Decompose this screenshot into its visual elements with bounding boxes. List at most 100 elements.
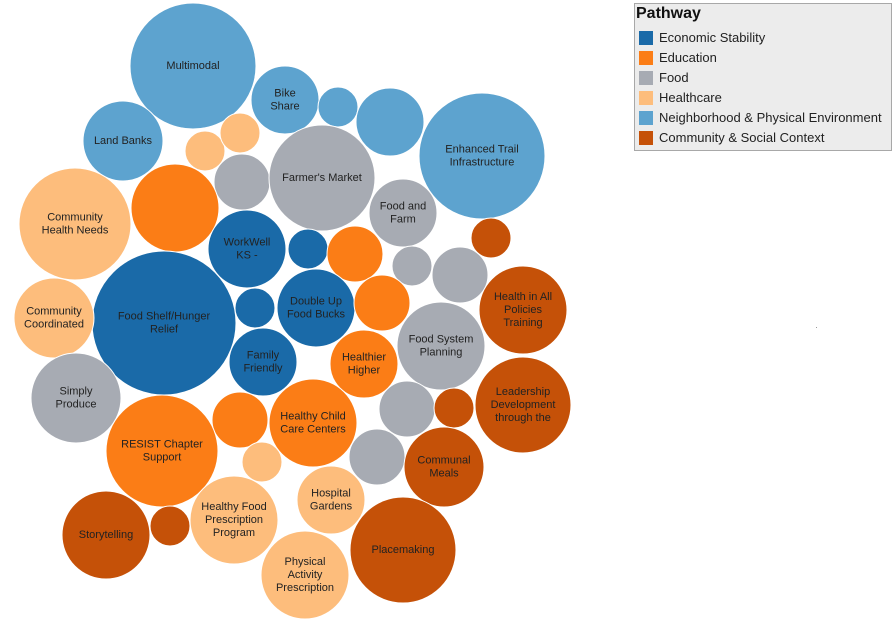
bubble[interactable]: Land Banks <box>82 100 164 182</box>
bubble-circle[interactable] <box>129 2 257 130</box>
bubble[interactable] <box>378 380 436 438</box>
bubble-circle[interactable] <box>30 352 122 444</box>
bubble-circle[interactable] <box>353 274 411 332</box>
bubble-circle[interactable] <box>234 287 276 329</box>
bubble[interactable] <box>353 274 411 332</box>
bubble-circle[interactable] <box>219 112 261 154</box>
bubble[interactable] <box>287 228 329 270</box>
bubble[interactable]: Placemaking <box>349 496 457 604</box>
bubble-circle[interactable] <box>213 153 271 211</box>
legend-item-neighborhood-physical-environment[interactable]: Neighborhood & Physical Environment <box>639 108 882 128</box>
bubble[interactable] <box>234 287 276 329</box>
bubble[interactable]: Multimodal <box>129 2 257 130</box>
bubble[interactable] <box>211 391 269 449</box>
bubble-circle[interactable] <box>61 490 151 580</box>
bubble-circle[interactable] <box>470 217 512 259</box>
bubble-circle[interactable] <box>391 245 433 287</box>
bubble[interactable] <box>355 87 425 157</box>
bubble[interactable]: Farmer's Market <box>268 124 376 232</box>
bubble-circle[interactable] <box>403 426 485 508</box>
legend-item-education[interactable]: Education <box>639 48 717 68</box>
bubble-circle[interactable] <box>317 86 359 128</box>
bubble-circle[interactable] <box>13 277 95 359</box>
bubble-circle[interactable] <box>189 475 279 565</box>
bubble[interactable] <box>348 428 406 486</box>
bubble-circle[interactable] <box>268 124 376 232</box>
bubble-circle[interactable] <box>82 100 164 182</box>
bubble-circle[interactable] <box>474 356 572 454</box>
legend-item-economic-stability[interactable]: Economic Stability <box>639 28 765 48</box>
bubble-circle[interactable] <box>105 394 219 508</box>
bubble[interactable] <box>431 246 489 304</box>
bubble-circle[interactable] <box>149 505 191 547</box>
bubble[interactable] <box>184 130 226 172</box>
bubble-circle[interactable] <box>378 380 436 438</box>
bubble-circle[interactable] <box>211 391 269 449</box>
bubble-circle[interactable] <box>348 428 406 486</box>
bubble[interactable] <box>213 153 271 211</box>
bubble-circle[interactable] <box>260 530 350 620</box>
bubble-circle[interactable] <box>228 327 298 397</box>
bubble-circle[interactable] <box>433 387 475 429</box>
legend-item-community-social-context[interactable]: Community & Social Context <box>639 128 824 148</box>
legend-title: Pathway <box>636 5 701 22</box>
bubble-circle[interactable] <box>268 378 358 468</box>
stray-dot <box>816 327 817 328</box>
bubble[interactable] <box>326 225 384 283</box>
bubble-circle[interactable] <box>329 329 399 399</box>
bubble-circle[interactable] <box>184 130 226 172</box>
bubble-circle[interactable] <box>18 167 132 281</box>
bubble-circle[interactable] <box>326 225 384 283</box>
bubble-circle[interactable] <box>207 209 287 289</box>
bubble[interactable] <box>130 163 220 253</box>
bubble[interactable] <box>241 441 283 483</box>
bubble-circle[interactable] <box>478 265 568 355</box>
bubble-circle[interactable] <box>296 465 366 535</box>
bubble-circle[interactable] <box>355 87 425 157</box>
bubble-label: Storytelling <box>79 529 133 541</box>
bubble[interactable] <box>149 505 191 547</box>
bubble[interactable] <box>317 86 359 128</box>
legend: Pathway Economic Stability Education Foo… <box>634 3 892 151</box>
legend-item-food[interactable]: Food <box>639 68 689 88</box>
bubble[interactable] <box>433 387 475 429</box>
bubble[interactable] <box>391 245 433 287</box>
bubble-circle[interactable] <box>418 92 546 220</box>
bubble[interactable]: Storytelling <box>61 490 151 580</box>
bubble-circle[interactable] <box>349 496 457 604</box>
bubble-circle[interactable] <box>431 246 489 304</box>
bubble[interactable] <box>470 217 512 259</box>
bubble-circle[interactable] <box>287 228 329 270</box>
bubble-circle[interactable] <box>241 441 283 483</box>
bubble-circle[interactable] <box>368 178 438 248</box>
legend-item-healthcare[interactable]: Healthcare <box>639 88 722 108</box>
bubble-circle[interactable] <box>130 163 220 253</box>
bubble-circle[interactable] <box>396 301 486 391</box>
bubble[interactable] <box>219 112 261 154</box>
